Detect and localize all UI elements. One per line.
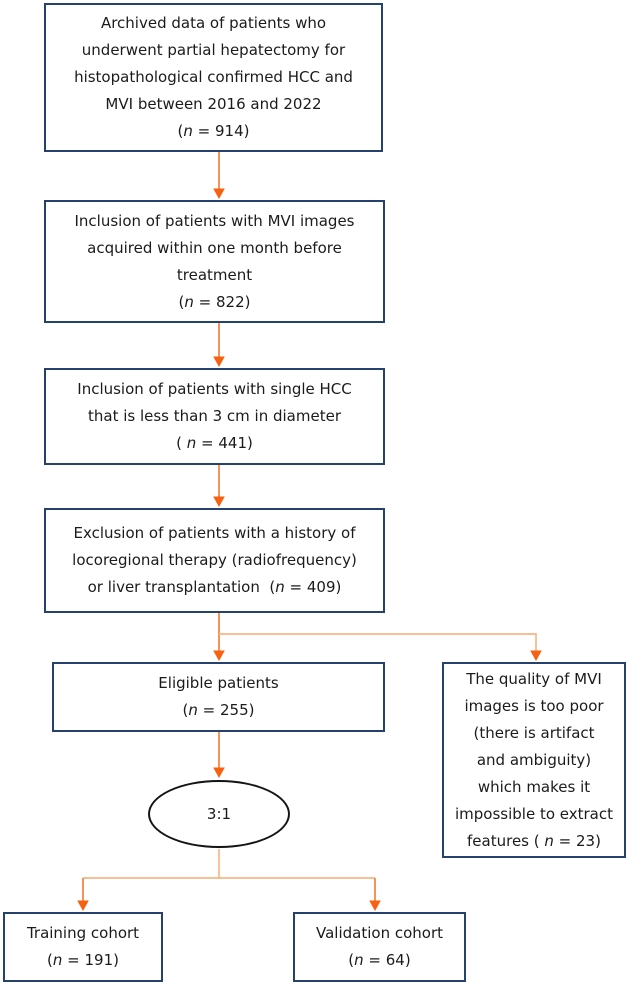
node-archived-text: Archived data of patients who underwent … <box>74 14 353 140</box>
node-exclusion-text: Exclusion of patients with a history of … <box>72 524 357 596</box>
node-inclusion-single-hcc: Inclusion of patients with single HCC th… <box>44 368 385 465</box>
node-inclusion-single-text: Inclusion of patients with single HCC th… <box>77 380 352 452</box>
node-training-cohort: Training cohort (n = 191) <box>3 912 163 982</box>
node-eligible-text: Eligible patients (n = 255) <box>158 674 279 719</box>
arrow-exclusion-to-quality-excluded <box>219 633 542 661</box>
arrow-archived-to-inclusion-mvi <box>213 152 225 199</box>
node-validation-cohort: Validation cohort (n = 64) <box>293 912 466 982</box>
arrow-exclusion-to-eligible <box>213 613 225 661</box>
node-split-ratio-text: 3:1 <box>206 804 232 823</box>
node-validation-cohort-text: Validation cohort (n = 64) <box>316 924 443 969</box>
node-quality-excluded-text: The quality of MVI images is too poor (t… <box>455 669 613 850</box>
arrow-ratio-to-training <box>77 849 220 911</box>
node-split-ratio-ellipse: 3:1 <box>148 780 290 848</box>
node-archived-data: Archived data of patients who underwent … <box>44 3 383 152</box>
arrow-inclusion-mvi-to-inclusion-single <box>213 323 225 367</box>
arrow-inclusion-single-to-exclusion <box>213 465 225 507</box>
node-training-cohort-text: Training cohort (n = 191) <box>26 924 140 969</box>
arrow-ratio-to-validation <box>219 877 381 911</box>
node-eligible-patients: Eligible patients (n = 255) <box>52 662 385 732</box>
node-inclusion-mvi-text: Inclusion of patients with MVI images ac… <box>74 211 355 311</box>
node-exclusion-history: Exclusion of patients with a history of … <box>44 508 385 613</box>
node-quality-excluded: The quality of MVI images is too poor (t… <box>442 662 626 858</box>
arrow-eligible-to-ratio <box>213 732 225 778</box>
node-inclusion-mvi-images: Inclusion of patients with MVI images ac… <box>44 200 385 323</box>
